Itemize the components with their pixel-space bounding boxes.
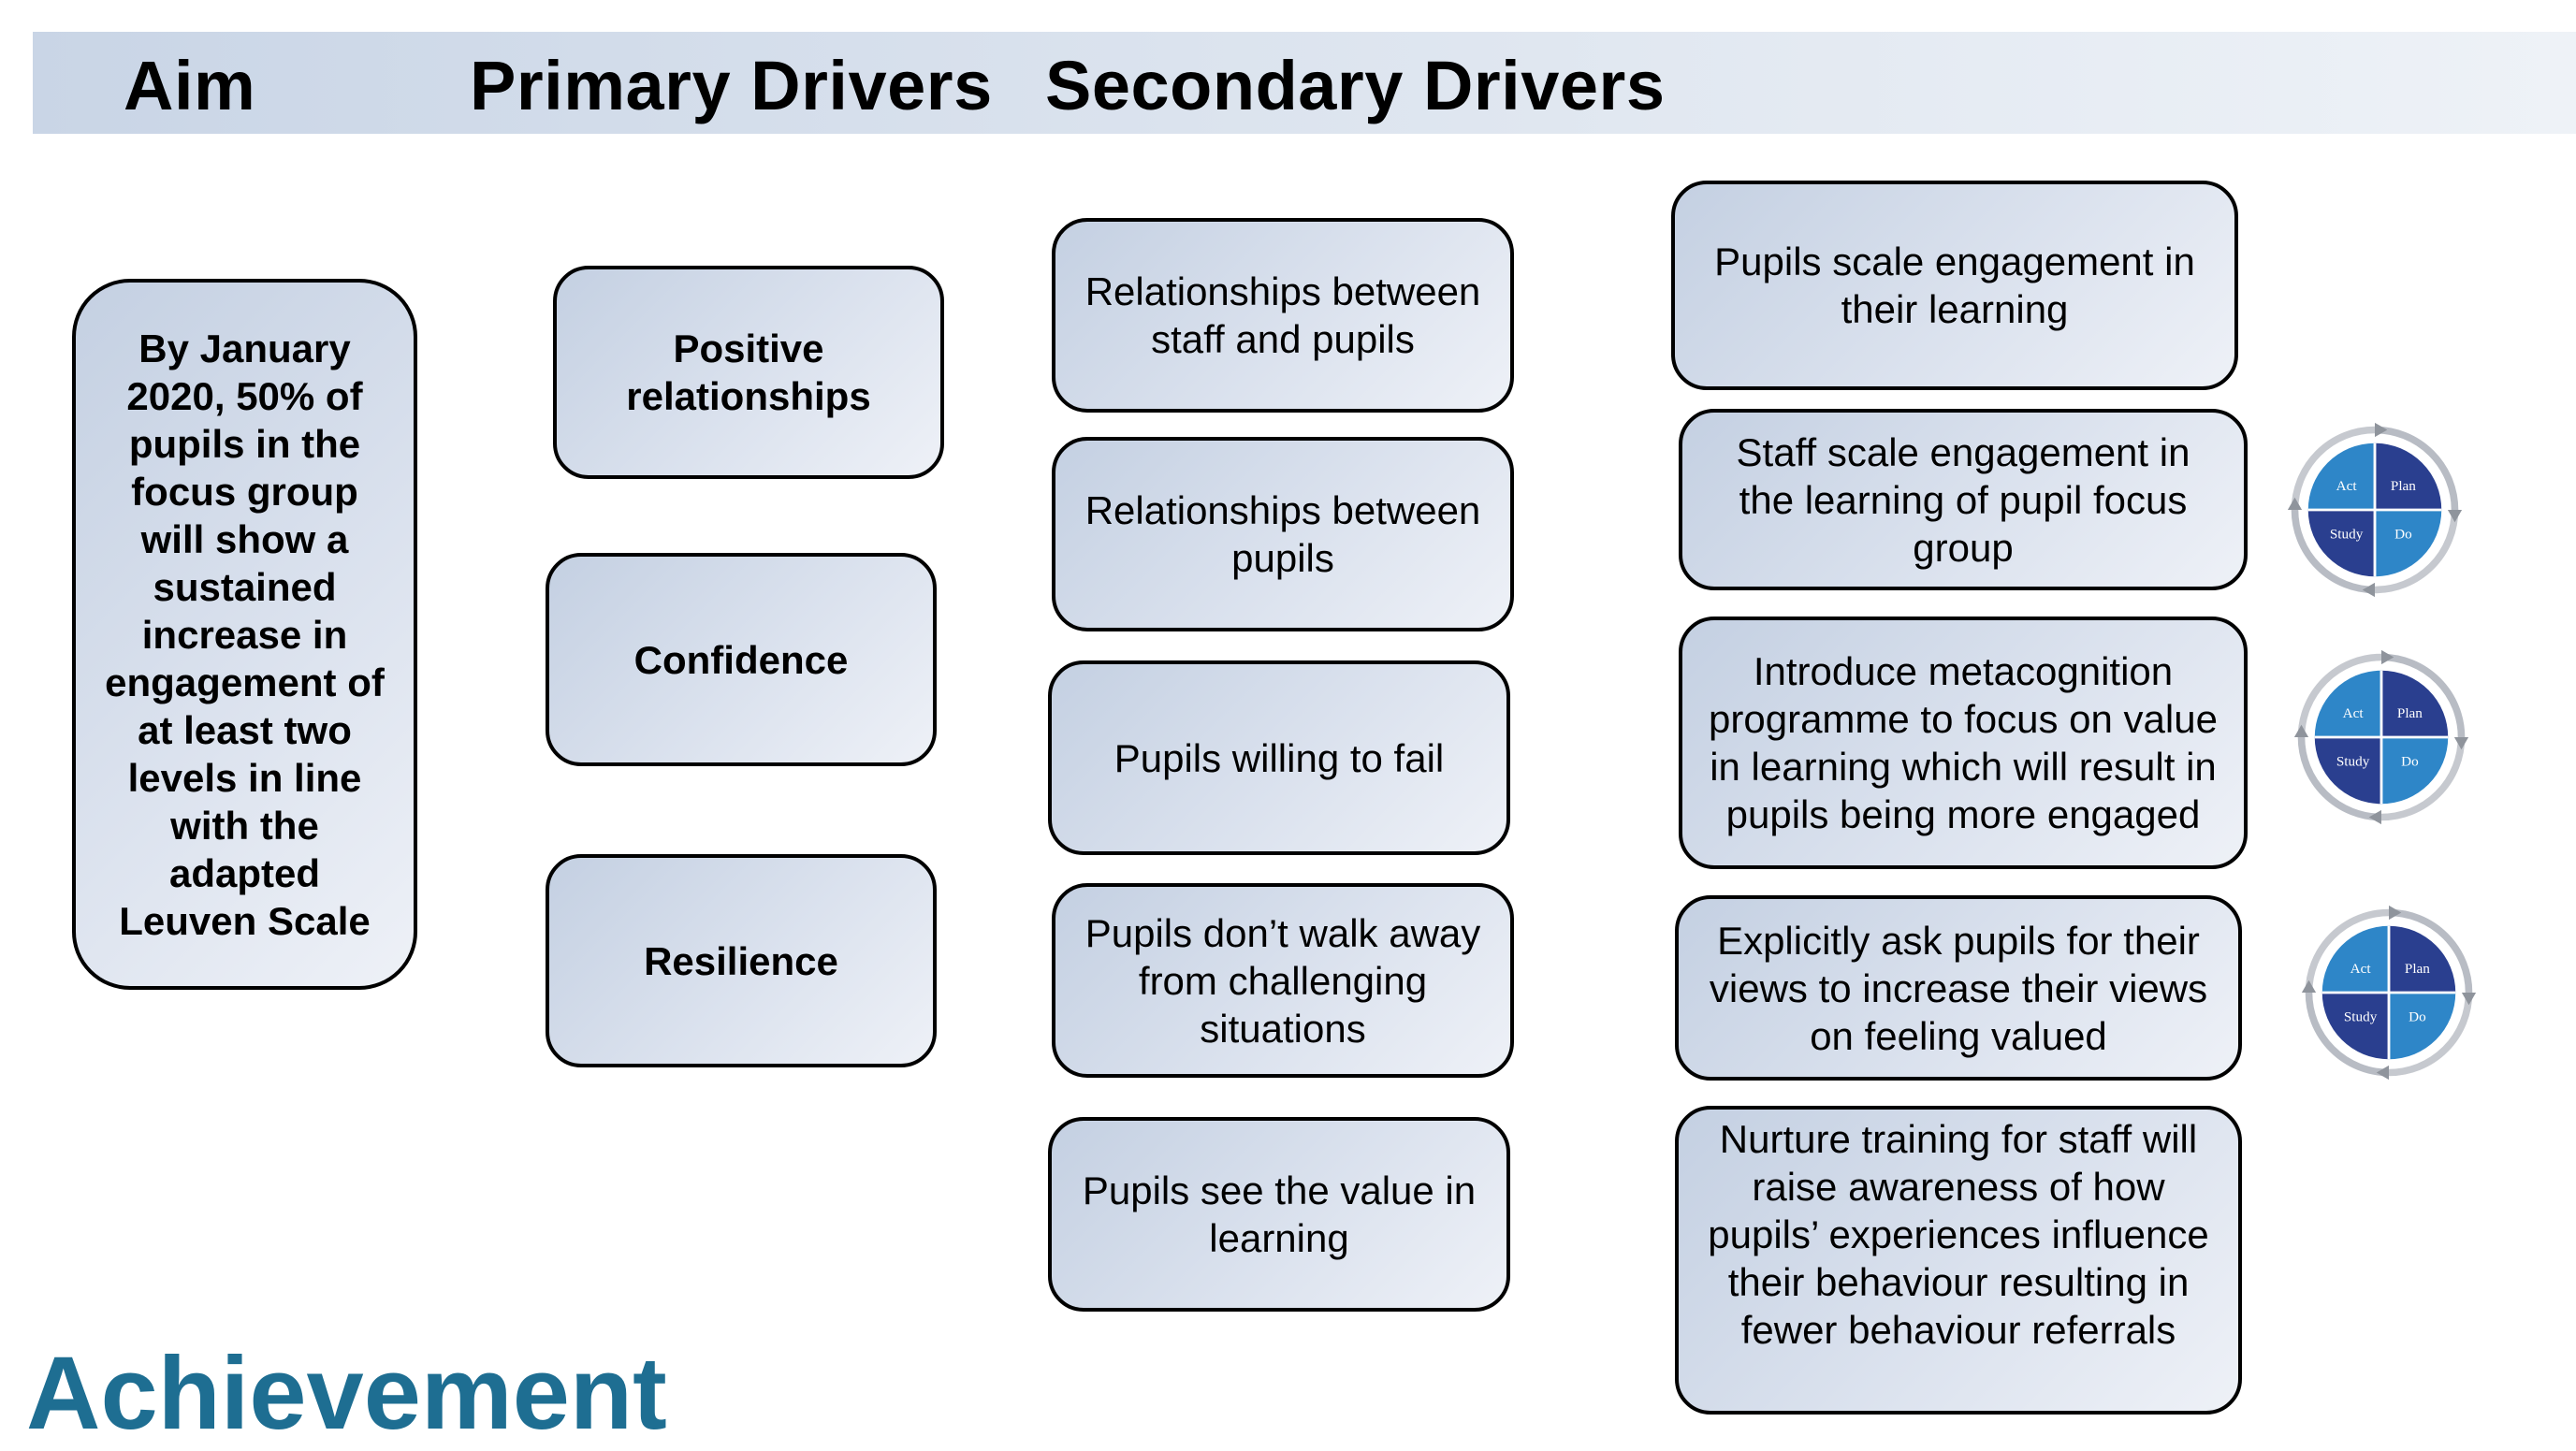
primary-driver-label: Resilience — [644, 938, 838, 983]
primary-driver-box: Resilience — [546, 854, 937, 1067]
change-idea-box: Nurture training for staff will raise aw… — [1675, 1106, 2242, 1415]
header-primary-drivers: Primary Drivers — [470, 47, 993, 124]
secondary-driver-label: Relationships between staff and pupils — [1084, 269, 1481, 361]
secondary-driver-box: Pupils willing to fail — [1048, 660, 1510, 855]
change-idea-box: Introduce metacognition programme to foc… — [1679, 617, 2248, 869]
primary-driver-box: Positive relationships — [553, 266, 944, 479]
cycle-arrows-icon — [2287, 422, 2463, 598]
secondary-driver-box: Pupils see the value in learning — [1048, 1117, 1510, 1312]
svg-text:Do: Do — [2394, 526, 2412, 542]
cycle-arrows-icon — [2301, 905, 2477, 1081]
cycle-arrows-icon — [2293, 649, 2469, 825]
svg-text:Plan: Plan — [2391, 478, 2416, 494]
svg-text:Study: Study — [2344, 1008, 2378, 1024]
header-secondary-drivers: Secondary Drivers — [1045, 47, 1666, 124]
primary-driver-box: Confidence — [546, 553, 937, 766]
secondary-driver-label: Pupils don’t walk away from challenging … — [1084, 910, 1481, 1051]
svg-text:Do: Do — [2409, 1008, 2426, 1024]
secondary-driver-box: Relationships between pupils — [1052, 437, 1514, 631]
pdsa-cycle-icon: Act Plan Study Do — [2293, 649, 2469, 825]
secondary-driver-box: Relationships between staff and pupils — [1052, 218, 1514, 413]
pdsa-cycle-icon: Act Plan Study Do — [2287, 422, 2463, 598]
change-idea-box: Staff scale engagement in the learning o… — [1679, 409, 2248, 590]
svg-text:Act: Act — [2336, 478, 2358, 494]
change-idea-label: Introduce metacognition programme to foc… — [1709, 649, 2218, 836]
aim-box: By January 2020, 50% of pupils in the fo… — [72, 279, 417, 990]
change-idea-label: Pupils scale engagement in their learnin… — [1714, 239, 2195, 331]
secondary-driver-label: Relationships between pupils — [1084, 488, 1481, 580]
svg-text:Act: Act — [2350, 961, 2372, 977]
change-idea-box: Pupils scale engagement in their learnin… — [1671, 181, 2238, 390]
svg-text:Study: Study — [2336, 753, 2370, 769]
svg-text:Study: Study — [2330, 526, 2364, 542]
primary-driver-label: Positive relationships — [626, 326, 871, 418]
secondary-driver-label: Pupils see the value in learning — [1082, 1168, 1477, 1260]
change-idea-label: Nurture training for staff will raise aw… — [1708, 1117, 2209, 1352]
svg-text:Plan: Plan — [2405, 961, 2430, 977]
svg-text:Plan: Plan — [2397, 705, 2423, 721]
change-idea-label: Staff scale engagement in the learning o… — [1736, 429, 2190, 570]
change-idea-label: Explicitly ask pupils for their views to… — [1709, 918, 2208, 1058]
footer-heading: Achievement — [26, 1336, 667, 1451]
aim-text: By January 2020, 50% of pupils in the fo… — [105, 326, 385, 943]
secondary-driver-box: Pupils don’t walk away from challenging … — [1052, 883, 1514, 1078]
primary-driver-label: Confidence — [633, 637, 849, 682]
pdsa-cycle-icon: Act Plan Study Do — [2301, 905, 2477, 1081]
header-aim: Aim — [124, 47, 256, 124]
secondary-driver-label: Pupils willing to fail — [1113, 735, 1445, 780]
svg-text:Do: Do — [2401, 753, 2419, 769]
change-idea-box: Explicitly ask pupils for their views to… — [1675, 895, 2242, 1081]
svg-text:Act: Act — [2343, 705, 2365, 721]
header-band — [33, 32, 2576, 134]
